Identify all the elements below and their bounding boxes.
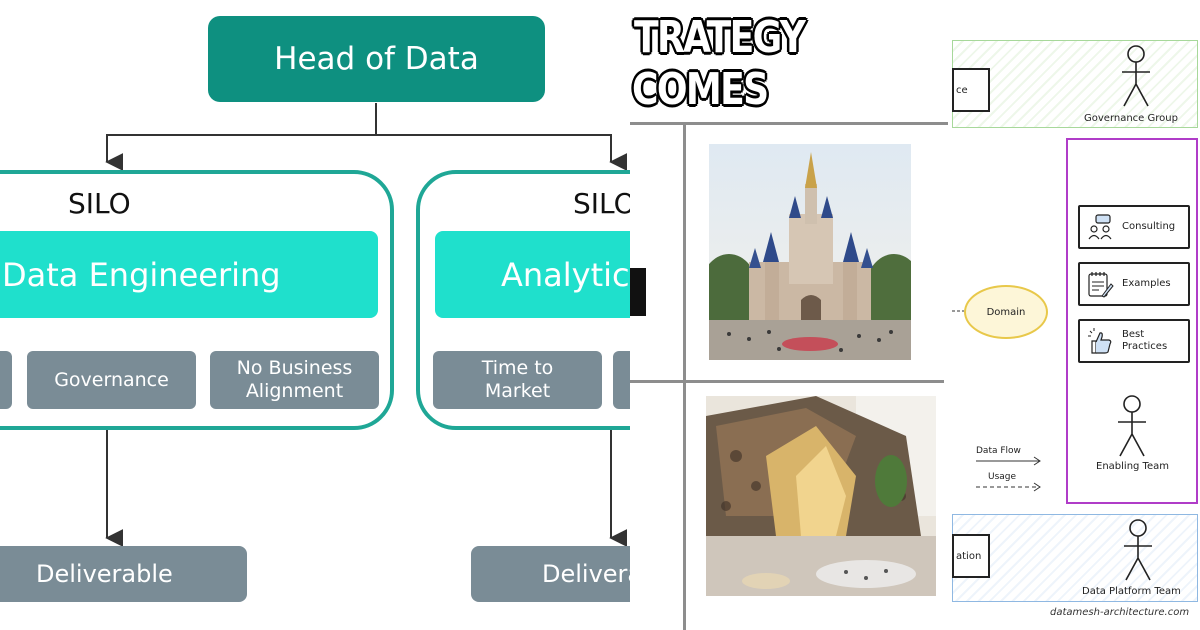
divider-vertical [683,124,686,630]
service-examples: Examples [1078,262,1190,306]
castle-image [709,144,911,360]
platform-box-label: ation [956,550,982,562]
issue-chip [613,351,630,409]
deliverable-label: Deliverable [542,560,630,588]
domain-connector [952,310,964,312]
service-best-practices: Best Practices [1078,319,1190,363]
data-mesh-panel: ce Governance Group Consulting Examples [952,0,1200,630]
silo-title: SILO [573,187,630,220]
service-label: Examples [1122,277,1171,289]
blanket-fort-image [706,396,936,596]
strategy-panel: TRATEGY COMES [630,0,952,630]
team-label: Analytics [501,255,630,294]
cropped-glyph [630,268,646,316]
consulting-icon [1088,214,1112,240]
deliverable-label: Deliverable [36,560,173,588]
enabling-role-label: Enabling Team [1096,461,1169,472]
governance-box-label: ce [956,84,968,96]
service-label: Best Practices [1122,328,1168,353]
legend-usage-arrow [976,482,1041,492]
domain-label: Domain [986,306,1026,318]
meme-text-line2: COMES [632,64,769,115]
platform-role-label: Data Platform Team [1082,586,1181,597]
service-label: Consulting [1122,220,1176,232]
head-connector [105,103,377,171]
legend-usage-label: Usage [988,472,1017,482]
governance-person-icon [1122,45,1150,107]
issue-chip-no-business-alignment: No Business Alignment [210,351,379,409]
team-bar-data-engineering: Data Engineering [0,231,378,318]
issue-chip-time-to-market: Time to Market [433,351,602,409]
service-consulting: Consulting [1078,205,1190,249]
platform-box: ation [952,534,990,578]
org-chart-panel: Head of Data SILO Data Engineering Gover… [0,16,630,602]
thumbs-up-icon [1088,328,1112,354]
legend-data-flow-label: Data Flow [976,446,1021,456]
head-of-data-box: Head of Data [208,16,545,102]
credit-text: datamesh-architecture.com [1050,607,1190,618]
divider-middle [630,380,944,383]
deliverable-box: Deliverable [471,546,630,602]
team-bar-analytics: Analytics [435,231,630,318]
notepad-icon [1088,272,1114,298]
issue-chip [0,351,12,409]
governance-region [952,40,1198,128]
governance-box: ce [952,68,990,112]
issue-chip-governance: Governance [27,351,196,409]
domain-node: Domain [964,285,1048,339]
legend-data-flow-arrow [976,456,1041,466]
platform-region [952,514,1198,602]
head-connector-right [376,134,628,171]
governance-role-label: Governance Group [1084,113,1178,124]
platform-person-icon [1124,519,1152,581]
enabling-person-icon [1118,395,1146,457]
team-label: Data Engineering [2,255,281,294]
org-connectors [105,103,628,547]
meme-text-line1: TRATEGY [634,12,806,63]
silo-title: SILO [68,187,131,220]
deliverable-box: Deliverable [0,546,247,602]
divider-top [630,122,948,125]
